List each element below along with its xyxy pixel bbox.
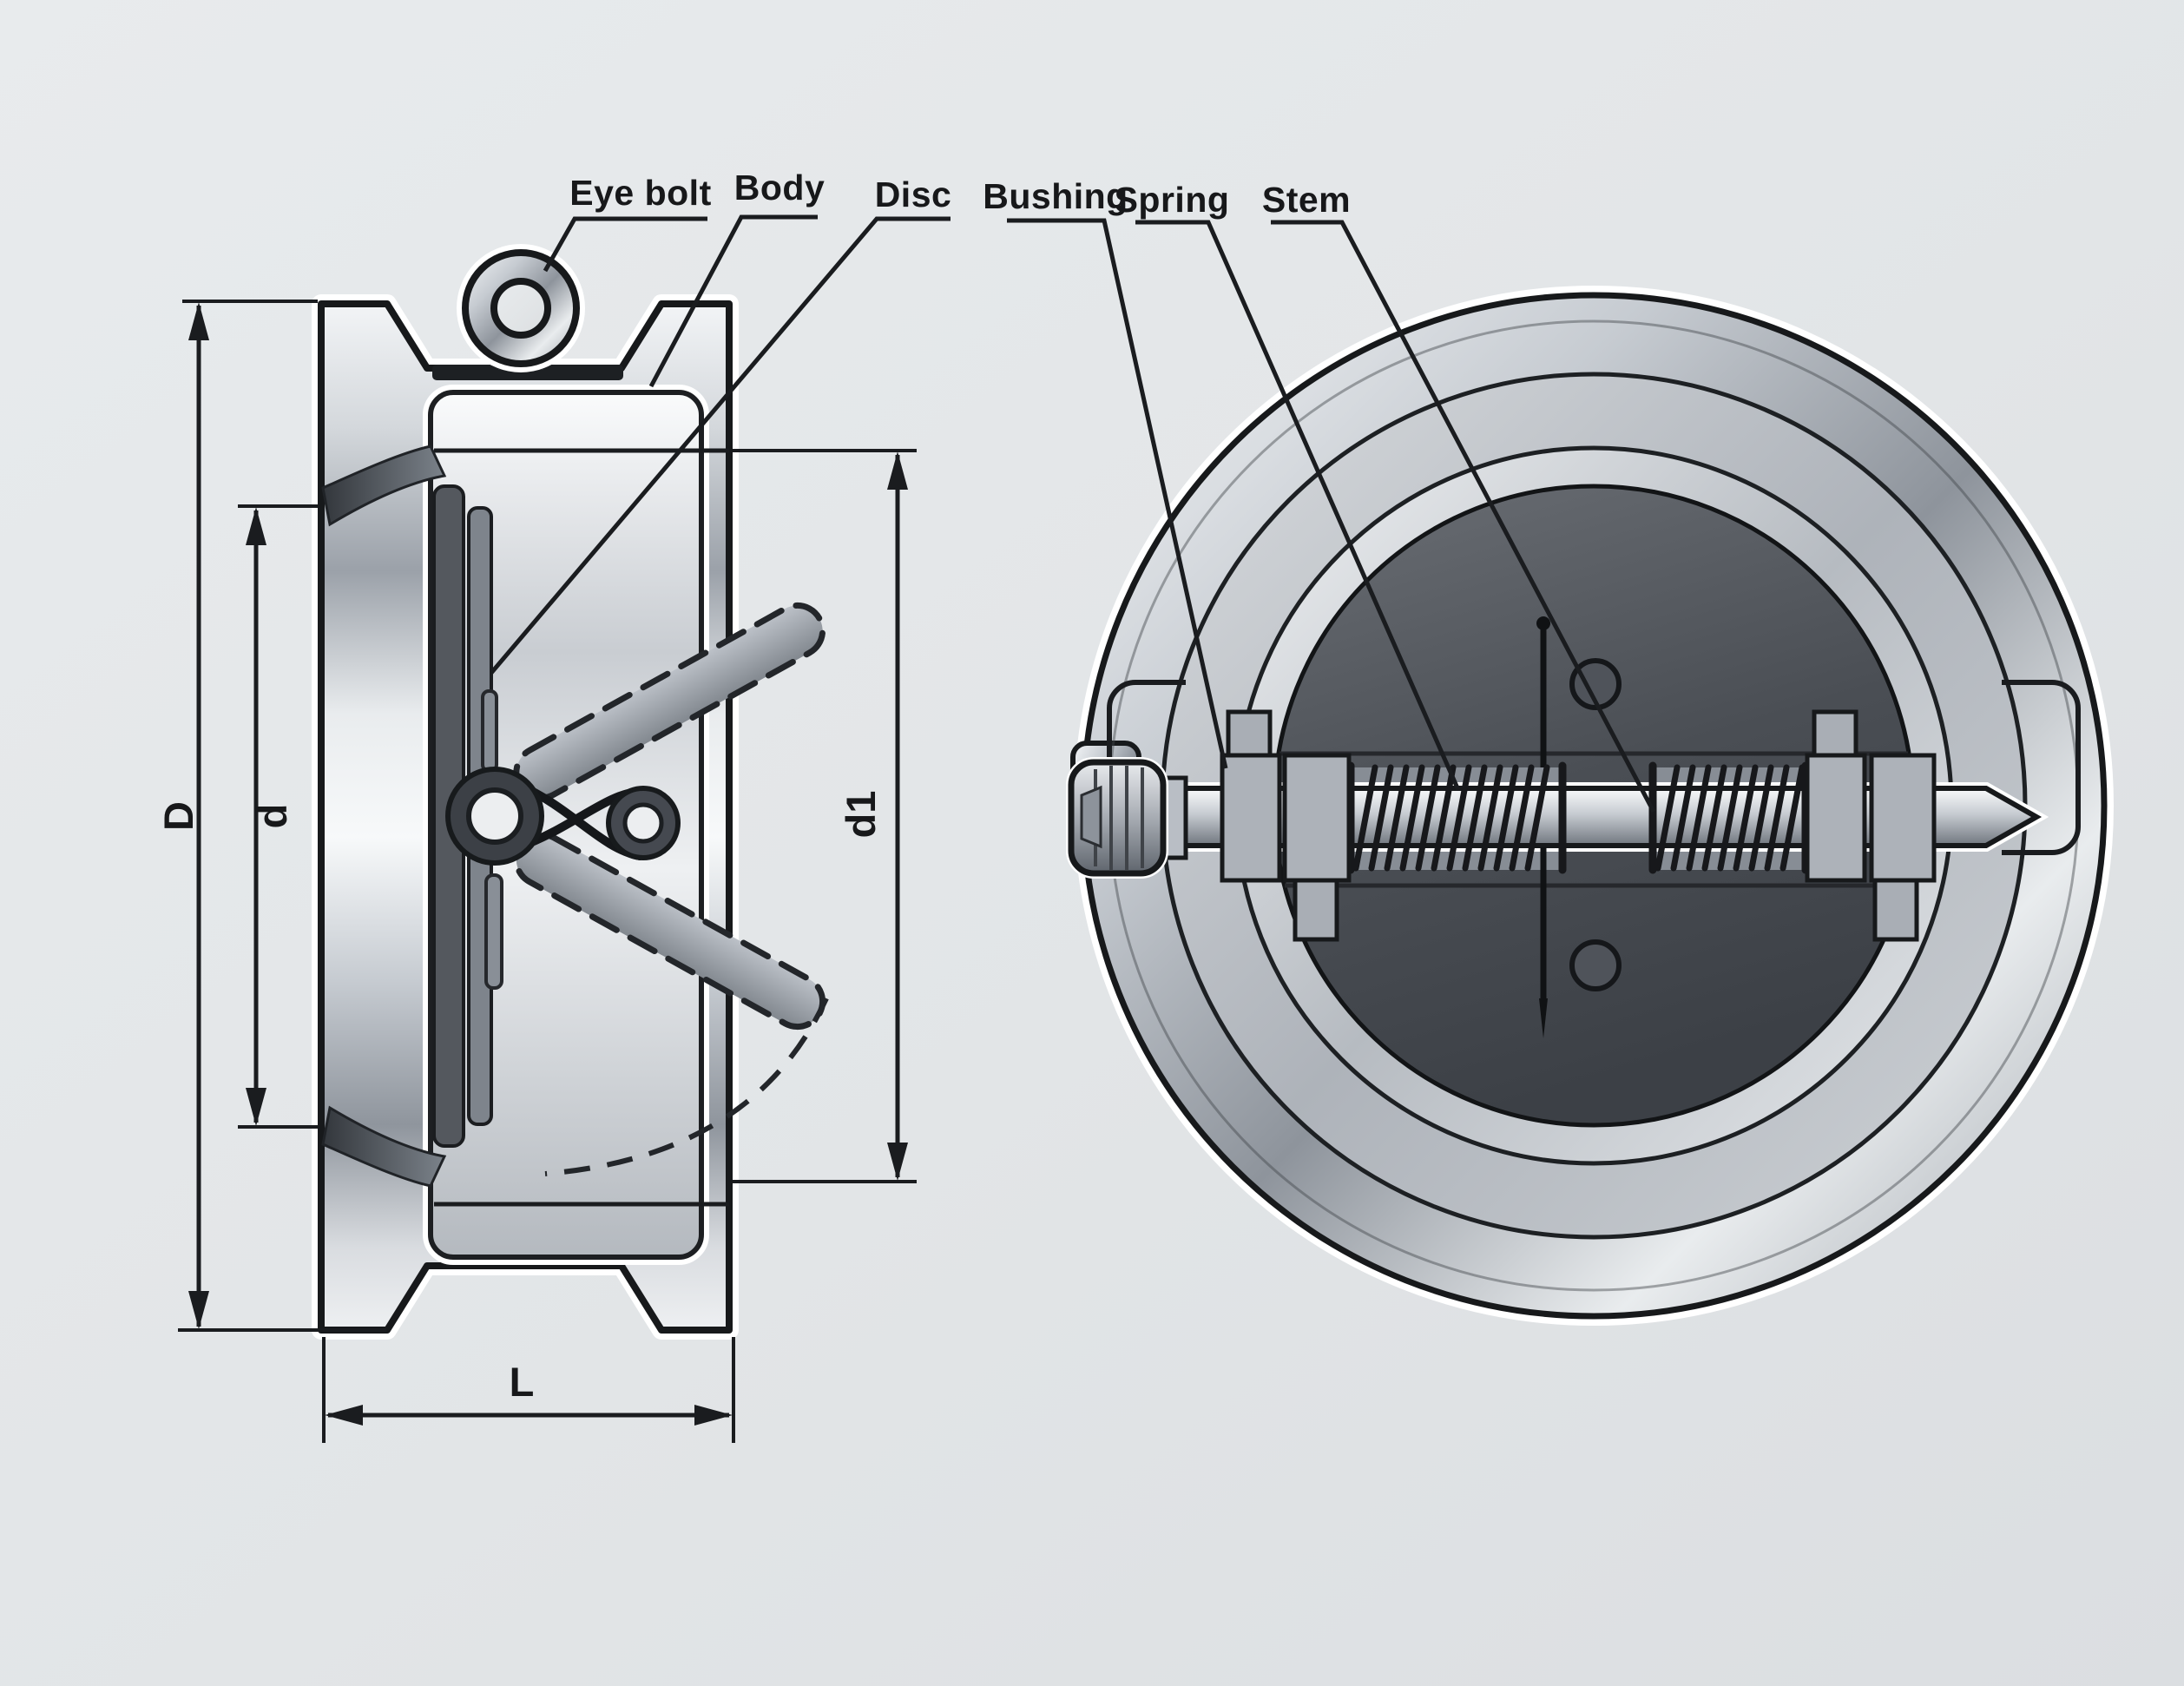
stop-pin-head (1536, 616, 1550, 630)
dim-label-d: d (249, 804, 295, 829)
dim-d1: d1 (733, 449, 917, 1183)
right-view-end (1066, 286, 2114, 1326)
stem-cap-socket (1080, 785, 1102, 849)
disc-swing-arc (544, 997, 829, 1176)
leader-disc (490, 216, 951, 675)
dim-label-d1: d1 (838, 791, 884, 839)
bushing-block-right-1 (1805, 753, 1867, 883)
leader-body (648, 214, 818, 388)
eye-bolt-hole (490, 278, 551, 339)
eye-bolt-seat-bar (432, 365, 623, 380)
inlet-cone-lower (321, 1105, 447, 1188)
callout-leaders (490, 214, 1656, 813)
label-disc: Disc (875, 175, 952, 214)
spring-eye (622, 802, 664, 844)
left-view-side-section (312, 244, 829, 1340)
dim-label-L: L (510, 1359, 535, 1405)
dimensions: D d d1 L (155, 300, 917, 1443)
leader-bushing (1007, 218, 1228, 769)
dim-L: L (322, 1337, 735, 1443)
stop-pin-tip (1539, 998, 1548, 1038)
callouts: Eye bolt Body Disc Bushing Spring Stem (490, 168, 1656, 813)
stop-pin-section (484, 873, 503, 990)
bushing-block-right-2 (1869, 753, 1937, 883)
label-stem: Stem (1262, 180, 1351, 220)
bushing-foot-right (1872, 874, 1919, 942)
leader-spring (1135, 220, 1461, 792)
bushing-block-left-2 (1282, 753, 1352, 883)
hinge-pin (466, 787, 523, 845)
label-spring: Spring (1115, 180, 1230, 220)
dim-D: D (155, 300, 386, 1332)
lug-contour-right (2002, 680, 2081, 855)
disc-hole-upper (1569, 658, 1622, 710)
leader-stem (1271, 220, 1656, 813)
label-eye-bolt: Eye bolt (569, 173, 711, 213)
leader-eye-bolt (543, 216, 707, 273)
inlet-cone-upper (321, 445, 447, 527)
bushing-block-left-1 (1220, 753, 1282, 883)
hinge-link-upper (481, 689, 498, 773)
dim-label-D: D (155, 801, 201, 831)
disc-hole-lower (1569, 939, 1622, 991)
label-bushing: Bushing (983, 176, 1128, 216)
bushing-foot-left (1293, 874, 1339, 942)
dim-d: d (238, 504, 318, 1129)
label-body: Body (734, 168, 826, 207)
